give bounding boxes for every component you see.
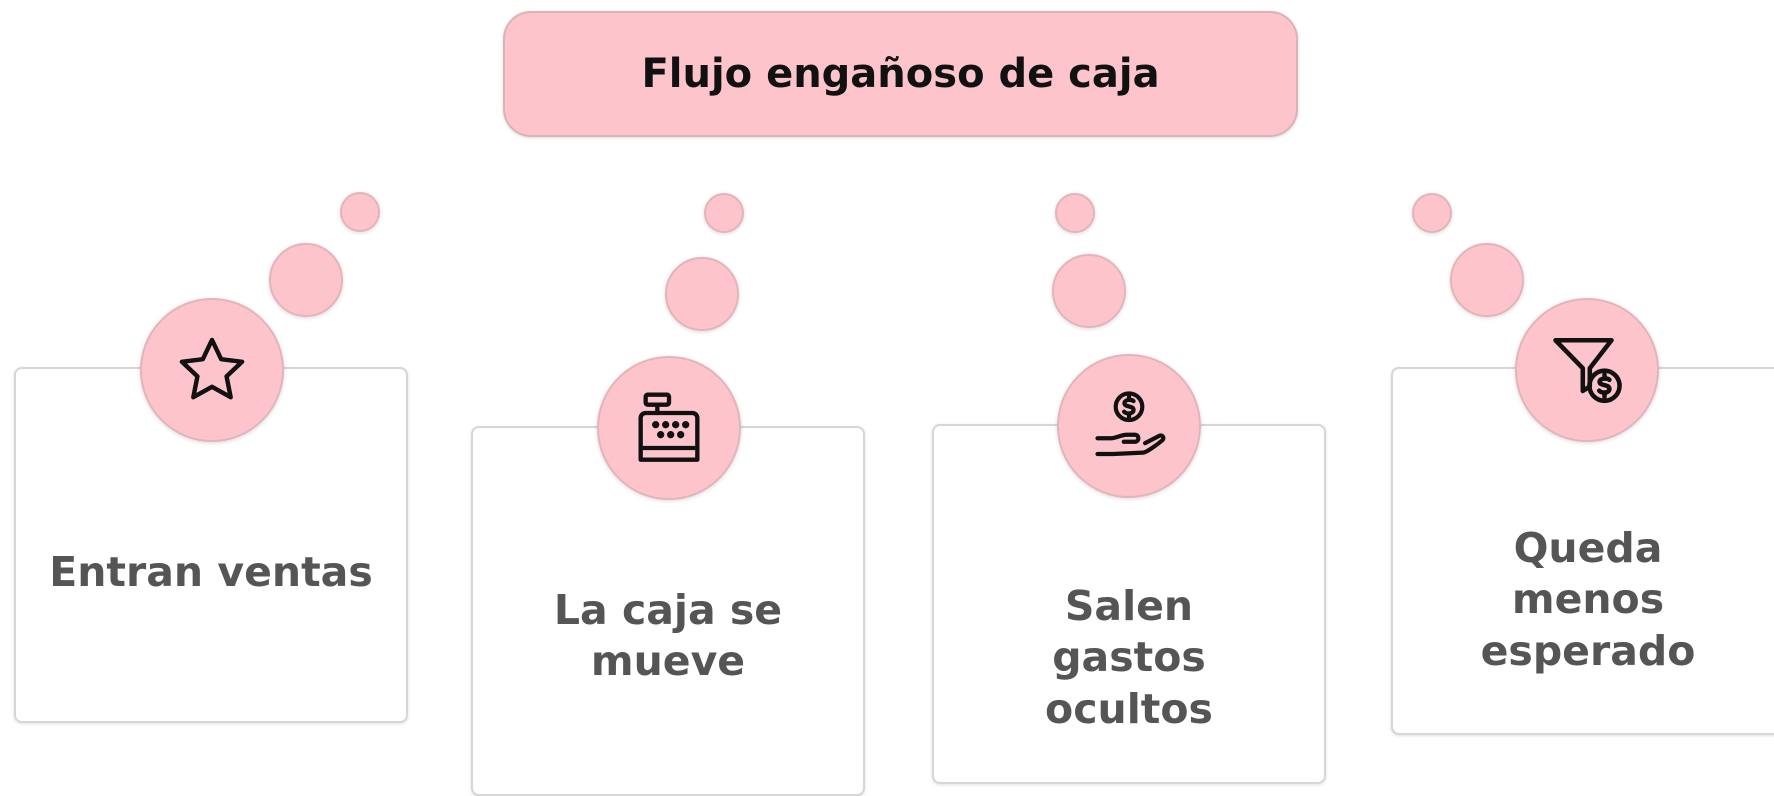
thought-bubble-small-4	[1412, 193, 1452, 233]
diagram-title: Flujo engañoso de caja	[641, 51, 1160, 97]
thought-bubble-small-2	[704, 193, 744, 233]
step-label-1: Entran ventas	[49, 548, 373, 596]
funnel-dollar-icon	[1545, 328, 1629, 412]
cash-register-icon	[629, 388, 709, 468]
step-icon-circle-3	[1057, 354, 1201, 498]
hand-coin-icon	[1087, 384, 1171, 468]
thought-bubble-medium-2	[665, 257, 739, 331]
star-icon	[174, 332, 250, 408]
diagram-title-box: Flujo engañoso de caja	[503, 11, 1298, 137]
step-icon-circle-1	[140, 298, 284, 442]
step-icon-circle-2	[597, 356, 741, 500]
thought-bubble-small-1	[340, 192, 380, 232]
step-label-4: Queda menos esperado	[1480, 524, 1696, 675]
thought-bubble-small-3	[1055, 193, 1095, 233]
step-label-3: Salen gastos ocultos	[1045, 582, 1213, 733]
thought-bubble-medium-1	[269, 243, 343, 317]
step-icon-circle-4	[1515, 298, 1659, 442]
thought-bubble-medium-3	[1052, 254, 1126, 328]
step-label-2: La caja se mueve	[553, 586, 783, 686]
thought-bubble-medium-4	[1450, 243, 1524, 317]
